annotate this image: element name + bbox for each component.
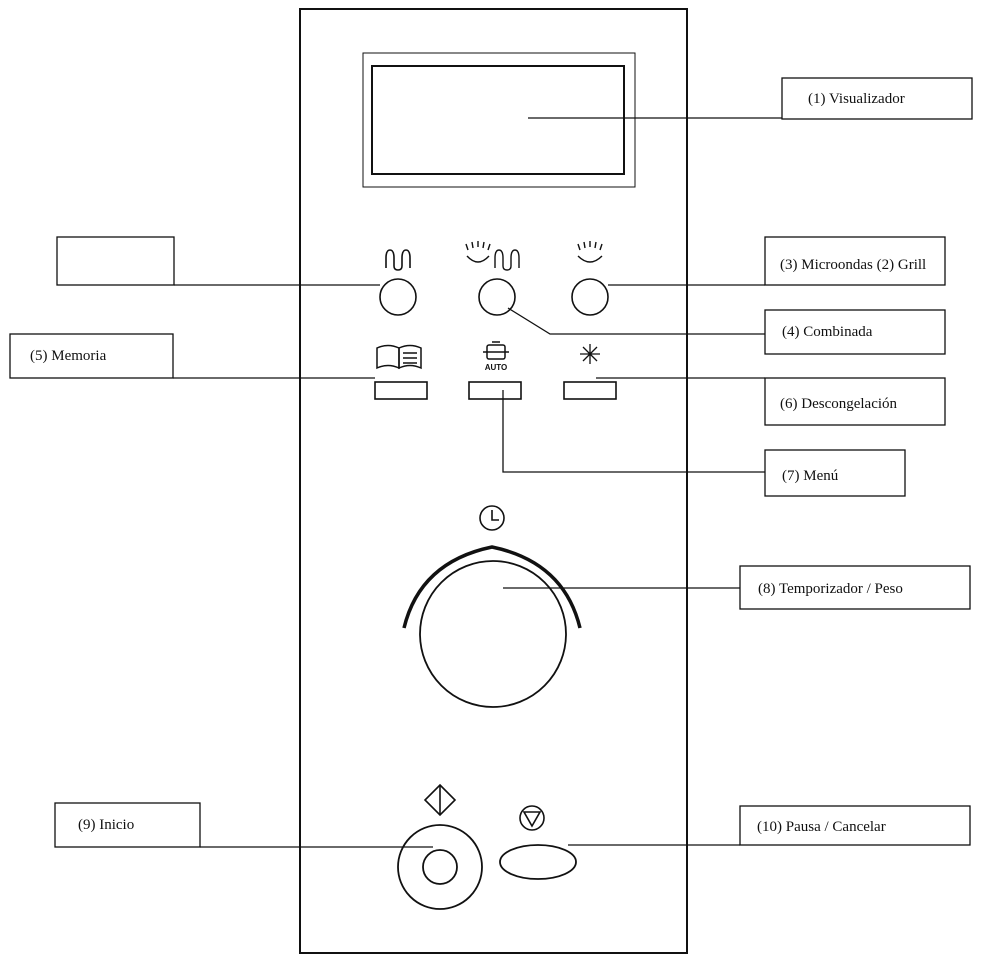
svg-text:(9) Inicio: (9) Inicio <box>78 817 134 833</box>
defrost-button[interactable] <box>563 381 617 400</box>
start-button[interactable] <box>422 849 458 885</box>
stop-icon <box>519 805 545 831</box>
memory-button[interactable] <box>374 381 428 400</box>
label-combinada: (4) Combinada <box>764 309 946 355</box>
svg-text:(3) Microondas (2) Grill: (3) Microondas (2) Grill <box>780 257 926 273</box>
microwave-icon <box>577 241 603 263</box>
display-outer-frame <box>362 52 636 188</box>
microwave-button[interactable] <box>571 278 609 316</box>
timer-weight-dial[interactable] <box>419 560 567 708</box>
label-temporizador: (8) Temporizador / Peso <box>739 565 971 610</box>
svg-text:(8) Temporizador / Peso: (8) Temporizador / Peso <box>758 581 903 597</box>
label-blank <box>56 236 175 286</box>
label-visualizador: (1) Visualizador <box>781 77 973 120</box>
combined-button[interactable] <box>478 278 516 316</box>
auto-menu-icon: AUTO <box>483 341 509 372</box>
grill-button[interactable] <box>379 278 417 316</box>
clock-icon <box>479 505 505 531</box>
dial-scale-arc <box>402 545 582 629</box>
svg-text:(4) Combinada: (4) Combinada <box>782 324 873 340</box>
label-menu: (7) Menú <box>764 449 906 497</box>
svg-text:(10) Pausa / Cancelar: (10) Pausa / Cancelar <box>757 819 886 835</box>
svg-text:(1) Visualizador: (1) Visualizador <box>808 91 905 107</box>
snowflake-icon <box>580 344 600 364</box>
label-inicio: (9) Inicio <box>54 802 201 848</box>
book-icon <box>376 344 422 370</box>
label-memoria: (5) Memoria <box>9 333 174 379</box>
display-screen[interactable] <box>371 65 625 175</box>
start-icon <box>423 783 457 817</box>
combined-mode-icon <box>465 241 520 271</box>
label-descongelacion: (6) Descongelación <box>764 377 946 426</box>
grill-icon <box>385 249 411 271</box>
svg-text:(6) Descongelación: (6) Descongelación <box>780 396 898 412</box>
auto-text: AUTO <box>485 363 508 372</box>
svg-text:(7) Menú: (7) Menú <box>782 468 839 484</box>
label-pausa: (10) Pausa / Cancelar <box>739 805 971 846</box>
svg-text:(5) Memoria: (5) Memoria <box>30 348 107 364</box>
leader-lines <box>173 117 782 848</box>
auto-menu-button[interactable] <box>468 381 522 400</box>
start-button-ring <box>397 824 483 910</box>
panel-outline <box>299 8 688 954</box>
label-microondas-grill: (3) Microondas (2) Grill <box>764 236 946 286</box>
pause-cancel-button[interactable] <box>499 844 577 880</box>
